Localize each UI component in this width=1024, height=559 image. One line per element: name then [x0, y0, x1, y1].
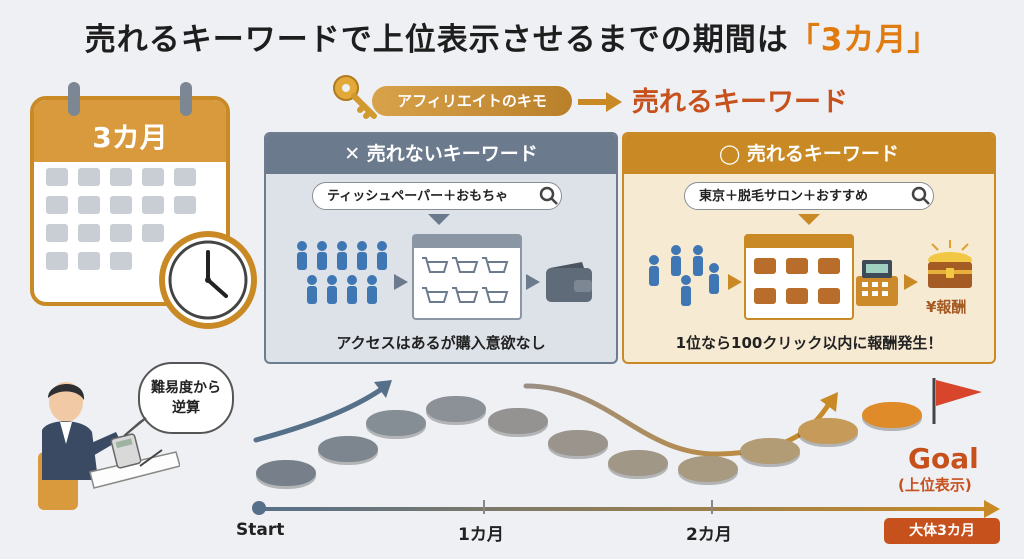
arrow-right-icon: [904, 274, 918, 290]
timeline-start-dot: [252, 501, 266, 515]
page-title: 売れるキーワードで上位表示させるまでの期間は「3カ月」: [0, 14, 1024, 59]
timeline-start-label: Start: [236, 520, 285, 540]
empty-wallet-icon: [546, 262, 592, 302]
timeline-month1-label: 1カ月: [458, 525, 504, 545]
bubble-line-2: 逆算: [172, 400, 200, 416]
stepping-stone: [366, 410, 426, 436]
timeline-tick: [711, 500, 713, 514]
people-group-icon: [649, 245, 719, 306]
stepping-stone: [798, 418, 858, 444]
crowd-icon: [297, 241, 387, 304]
speech-bubble: 難易度から 逆算: [138, 362, 234, 434]
stepping-stone: [740, 438, 800, 464]
reward-label: ¥報酬: [926, 298, 967, 316]
timeline-month2-label: 2カ月: [686, 525, 732, 545]
goal-flag-icon: [932, 378, 982, 424]
bad-panel-header: ✕ 売れないキーワード: [266, 134, 616, 174]
down-triangle-icon: [798, 214, 820, 225]
stepping-stone: [678, 456, 738, 482]
arrow-right-icon: [578, 92, 622, 112]
calendar-ring-right: [180, 82, 192, 116]
bad-panel-caption: アクセスはあるが購入意欲なし: [336, 334, 546, 352]
arrow-right-icon: [526, 274, 540, 290]
treasure-chest-icon: [928, 240, 972, 288]
tagline-pill: アフィリエイトのキモ: [372, 86, 572, 116]
good-keyword-panel: ◯ 売れるキーワード 東京＋脱毛サロン＋おすすめ: [622, 132, 996, 364]
good-panel-caption: 1位なら100クリック以内に報酬発生！: [675, 334, 943, 352]
stepping-stone: [488, 408, 548, 434]
stepping-stone: [256, 460, 316, 486]
timeline-tick: [483, 500, 485, 514]
browser-window: [744, 234, 854, 320]
title-highlight: 「3カ月」: [788, 22, 940, 58]
shopping-cart-icons: [422, 257, 509, 303]
good-search-text: 東京＋脱毛サロン＋おすすめ: [699, 189, 869, 204]
person-at-desk-illustration: [38, 382, 180, 510]
stepping-stone: [318, 436, 378, 462]
stepping-stone: [608, 450, 668, 476]
arrow-right-icon: [394, 274, 408, 290]
stepping-stone: [862, 402, 922, 428]
timeline-bar: [258, 507, 988, 511]
key-icon: [333, 75, 377, 119]
calendar-label: 3カ月: [92, 121, 168, 154]
tagline-result: 売れるキーワード: [632, 87, 848, 118]
growth-arrow: [253, 380, 392, 443]
calendar-grid: [46, 168, 196, 270]
browser-window: [412, 234, 522, 320]
wallet-icons: [754, 258, 840, 304]
timeline-arrowhead: [984, 500, 1000, 518]
bad-search-bar: ティッシュペーパー＋おもちゃ: [312, 182, 562, 210]
down-triangle-icon: [428, 214, 450, 225]
stepping-stone: [426, 396, 486, 422]
goal-label: Goal: [908, 442, 979, 475]
bad-keyword-panel: ✕ 売れないキーワード ティッシュペーパー＋おもちゃ: [264, 132, 618, 364]
bubble-line-1: 難易度から: [151, 380, 221, 396]
calendar-ring-left: [68, 82, 80, 116]
good-panel-header: ◯ 売れるキーワード: [624, 134, 994, 174]
timeline-end-badge: 大体3カ月: [884, 518, 1000, 544]
cash-register-icon: [856, 260, 898, 306]
search-icon: [911, 186, 930, 205]
title-text: 売れるキーワードで上位表示させるまでの期間は: [84, 22, 789, 58]
clock-icon: [159, 231, 257, 329]
stepping-stone: [548, 430, 608, 456]
calendar-illustration: 3カ月: [30, 82, 257, 332]
goal-sublabel: (上位表示): [898, 476, 972, 494]
bubble-tail: [124, 417, 147, 437]
arrow-right-icon: [728, 274, 742, 290]
search-icon: [539, 186, 558, 205]
good-search-bar: 東京＋脱毛サロン＋おすすめ: [684, 182, 934, 210]
bad-search-text: ティッシュペーパー＋おもちゃ: [327, 189, 509, 204]
